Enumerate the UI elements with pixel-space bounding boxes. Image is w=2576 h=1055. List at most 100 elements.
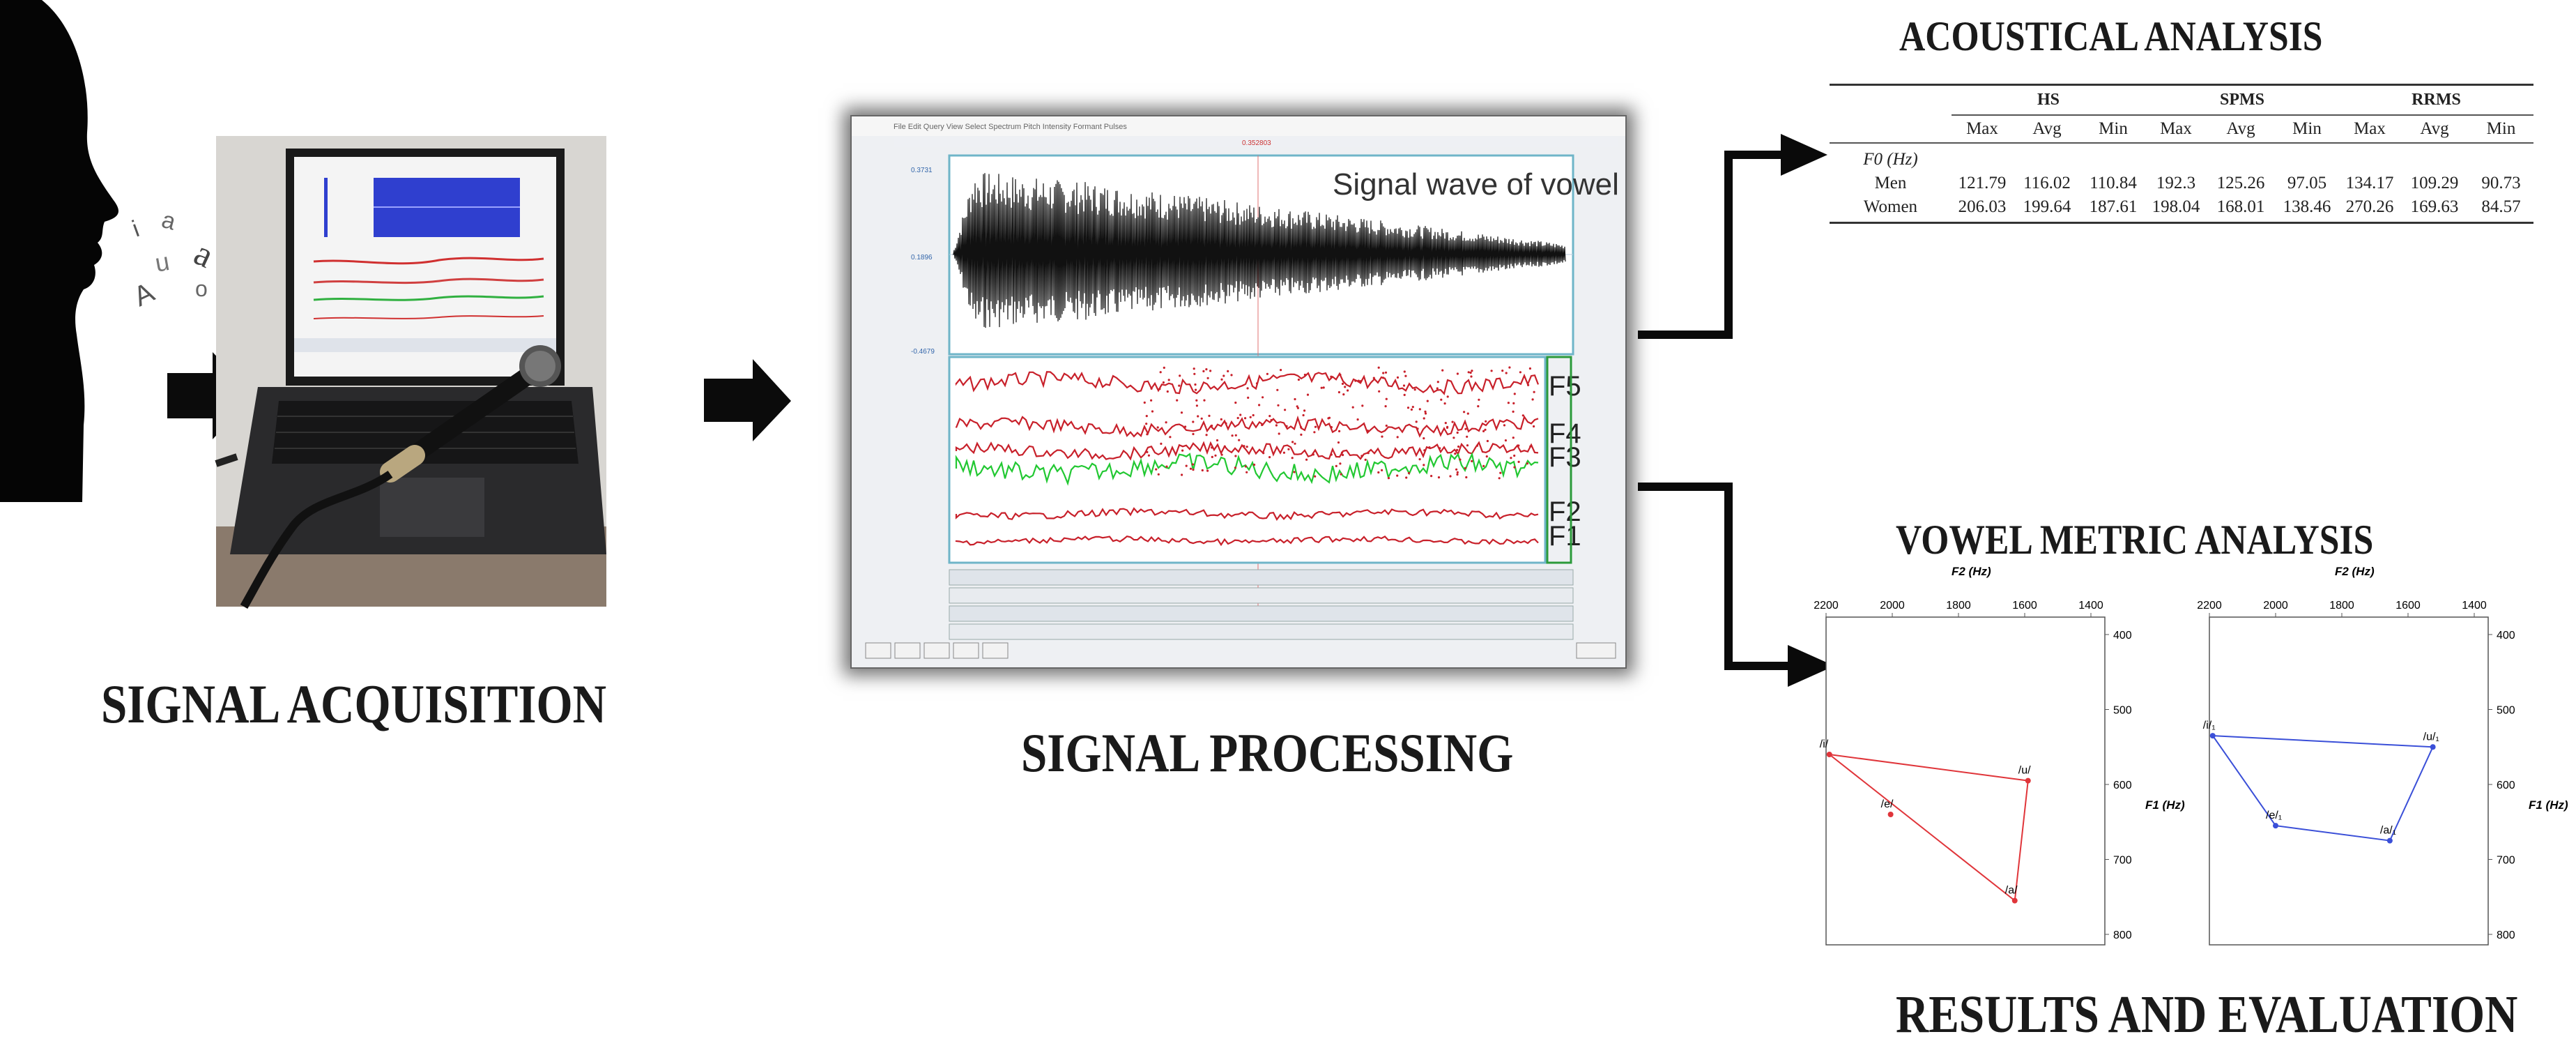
formant-dot bbox=[1275, 424, 1278, 427]
group-header-rrms: RRMS bbox=[2339, 86, 2533, 116]
formant-dot bbox=[1456, 473, 1459, 476]
formant-dot bbox=[1443, 402, 1446, 405]
waveform-trace bbox=[953, 173, 1566, 328]
svg-text:a: a bbox=[188, 233, 220, 275]
vowel-metric-heading: VOWEL METRIC ANALYSIS bbox=[1896, 517, 2374, 563]
formant-dot bbox=[1410, 408, 1413, 411]
x-tick-label: 1600 bbox=[2395, 600, 2421, 612]
formant-dot bbox=[1291, 441, 1294, 443]
x-tick-label: 1400 bbox=[2462, 600, 2487, 612]
formant-dot bbox=[1335, 464, 1337, 467]
formant-dot bbox=[1181, 449, 1184, 452]
formant-dot bbox=[1486, 439, 1489, 443]
table-cell: 84.57 bbox=[2481, 197, 2521, 216]
formant-dot bbox=[1513, 454, 1516, 457]
y-tick-label: 800 bbox=[2113, 929, 2132, 941]
formant-dot bbox=[1505, 372, 1508, 374]
formant-dot bbox=[1456, 448, 1459, 451]
formant-dot bbox=[1201, 469, 1204, 472]
formant-dot bbox=[1384, 371, 1388, 374]
formant-dot bbox=[1214, 454, 1217, 457]
formant-dot bbox=[1192, 420, 1195, 423]
formant-dot bbox=[1503, 424, 1506, 427]
formant-dot bbox=[1195, 388, 1197, 391]
formant-dot bbox=[1150, 387, 1153, 390]
formant-dot bbox=[1430, 475, 1433, 478]
vowel-point-label: /a/₁ bbox=[2380, 825, 2396, 837]
svg-text:a: a bbox=[159, 206, 178, 236]
formant-dot bbox=[1303, 373, 1306, 377]
formant-dot bbox=[1155, 468, 1158, 471]
formant-dot bbox=[1220, 453, 1223, 456]
formant-dot bbox=[1512, 437, 1515, 439]
formant-dot bbox=[1406, 407, 1410, 409]
stat-header: Max bbox=[2160, 119, 2192, 138]
formant-dot bbox=[1234, 466, 1236, 469]
formant-dot bbox=[1211, 446, 1213, 449]
formant-dot bbox=[1382, 372, 1385, 374]
formant-dot bbox=[1424, 410, 1427, 413]
formant-dot bbox=[1456, 431, 1459, 434]
formant-dot bbox=[1236, 416, 1239, 420]
formant-dot bbox=[1245, 446, 1248, 448]
formant-dot bbox=[1300, 433, 1303, 436]
formant-dot bbox=[1313, 431, 1316, 434]
formant-dot bbox=[1407, 471, 1411, 475]
formant-dot bbox=[1195, 404, 1198, 407]
branch-arrows-icon bbox=[1638, 134, 1834, 687]
table-cell: 169.63 bbox=[2410, 197, 2459, 216]
formant-dot bbox=[1280, 369, 1282, 372]
svg-text:u: u bbox=[153, 247, 171, 278]
formant-dot bbox=[1357, 379, 1360, 382]
formant-dot bbox=[1231, 434, 1234, 437]
formant-dot bbox=[1484, 428, 1487, 431]
formant-dot bbox=[1252, 413, 1255, 417]
formant-dot bbox=[1351, 406, 1354, 409]
formant-dot bbox=[1423, 464, 1425, 466]
formant-dot bbox=[1359, 380, 1362, 383]
formant-dot bbox=[1449, 475, 1452, 478]
formant-dot bbox=[1411, 406, 1414, 409]
formant-dot bbox=[1270, 418, 1273, 422]
formant-dot bbox=[1339, 462, 1342, 465]
formant-dot bbox=[1291, 457, 1294, 460]
stat-header: Max bbox=[2354, 119, 2386, 138]
praat-formant-tracks bbox=[955, 366, 1540, 547]
formant-dot bbox=[1312, 453, 1314, 456]
formant-dot bbox=[1216, 439, 1219, 442]
formant-dot bbox=[1418, 458, 1421, 461]
y-tick-label: 500 bbox=[2113, 705, 2132, 717]
formant-dot bbox=[1203, 399, 1206, 402]
formant-dot bbox=[1384, 405, 1387, 408]
vowel-point bbox=[1887, 812, 1894, 817]
formant-dot bbox=[1296, 405, 1298, 408]
formant-dot bbox=[1527, 384, 1530, 386]
x-tick-label: 1800 bbox=[1946, 600, 1971, 612]
formant-dot bbox=[1342, 393, 1345, 396]
formant-dot bbox=[1533, 425, 1535, 428]
stat-header: Avg bbox=[2032, 119, 2062, 138]
acoustical-table: HS SPMS RRMS Max Avg Min Max Avg Min Max… bbox=[1830, 84, 2533, 224]
group-header-hs: HS bbox=[1952, 86, 2145, 116]
formant-dot bbox=[1165, 465, 1168, 468]
formant-dot bbox=[1456, 471, 1459, 473]
formant-dot bbox=[1287, 448, 1290, 450]
table-cell: 97.05 bbox=[2287, 174, 2327, 192]
table-cell: 110.84 bbox=[2090, 174, 2137, 192]
formant-dot bbox=[1166, 390, 1169, 393]
formant-dot bbox=[1157, 473, 1160, 476]
svg-text:A: A bbox=[129, 277, 159, 312]
formant-dot bbox=[1150, 399, 1153, 402]
vowel-space-polygon bbox=[1827, 753, 2029, 902]
formant-dot bbox=[1202, 370, 1205, 372]
formant-dot bbox=[1305, 458, 1308, 461]
formant-dot bbox=[1508, 366, 1511, 369]
formant-dot bbox=[1239, 413, 1242, 416]
f1-axis-title: F1 (Hz) bbox=[2529, 798, 2568, 812]
formant-dot bbox=[1337, 441, 1340, 444]
formant-dot bbox=[1145, 415, 1148, 418]
formant-dot bbox=[1180, 411, 1183, 414]
formant-dot bbox=[1322, 386, 1325, 389]
table-cell: 187.61 bbox=[2089, 197, 2138, 216]
results-evaluation-heading: RESULTS AND EVALUATION bbox=[1896, 985, 2518, 1044]
